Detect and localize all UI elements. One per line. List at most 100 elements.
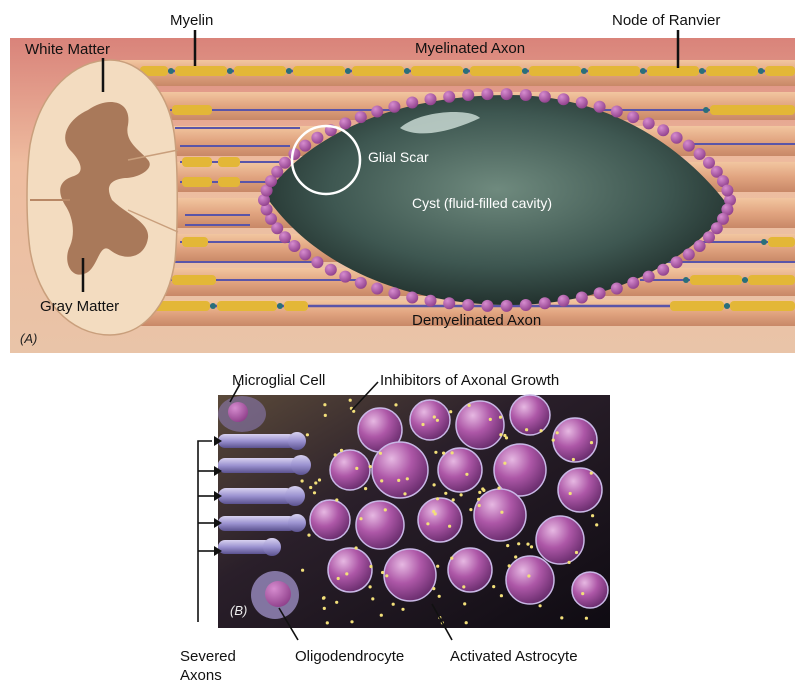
astrocyte-cell xyxy=(456,401,504,449)
glial-cell xyxy=(299,140,311,152)
inhibitor-particle xyxy=(585,617,588,620)
astrocyte-cell xyxy=(558,468,602,512)
inhibitor-particle xyxy=(355,467,358,470)
inhibitor-particle xyxy=(436,565,439,568)
glial-cell xyxy=(683,248,695,260)
glial-cell xyxy=(371,283,383,295)
label-oligodendrocyte: Oligodendrocyte xyxy=(295,648,404,665)
inhibitor-particle xyxy=(384,508,387,511)
glial-cell xyxy=(627,111,639,123)
glial-cell xyxy=(643,117,655,129)
astrocyte-cell xyxy=(448,548,492,592)
inhibitor-particle xyxy=(379,452,382,455)
inhibitor-particle xyxy=(301,479,304,482)
glial-cell xyxy=(443,297,455,309)
glial-cell xyxy=(520,89,532,101)
inhibitor-particle xyxy=(355,546,358,549)
inhibitor-particle xyxy=(481,487,484,490)
astrocyte-cell xyxy=(536,516,584,564)
inhibitor-particle xyxy=(364,487,367,490)
inhibitor-particle xyxy=(463,602,466,605)
inhibitor-particle xyxy=(506,544,509,547)
inhibitor-particle xyxy=(394,403,397,406)
inhibitor-particle xyxy=(590,441,593,444)
inhibitor-particle xyxy=(505,436,508,439)
inhibitor-particle xyxy=(442,452,445,455)
inhibitor-particle xyxy=(449,410,452,413)
inhibitor-particle xyxy=(477,498,480,501)
inhibitor-particle xyxy=(381,571,384,574)
glial-cell xyxy=(311,256,323,268)
astrocyte-cell xyxy=(328,548,372,592)
inhibitor-particle xyxy=(350,620,353,623)
inhibitor-particle xyxy=(525,428,528,431)
inhibitor-particle xyxy=(572,458,575,461)
inhibitor-particle xyxy=(369,565,372,568)
inhibitor-particle xyxy=(530,545,533,548)
label-myelinated-axon: Myelinated Axon xyxy=(415,40,525,57)
astrocyte-cell xyxy=(553,418,597,462)
inhibitor-particle xyxy=(326,621,329,624)
inhibitor-particle xyxy=(403,492,406,495)
inhibitor-particle xyxy=(569,492,572,495)
inhibitor-particle xyxy=(433,483,436,486)
glial-cell xyxy=(462,299,474,311)
glial-cell xyxy=(683,140,695,152)
astrocyte-cell xyxy=(474,489,526,541)
glial-cell xyxy=(611,283,623,295)
inhibitor-particle xyxy=(575,551,578,554)
inhibitor-particle xyxy=(318,478,321,481)
glial-cell xyxy=(288,240,300,252)
glial-cell xyxy=(462,89,474,101)
glial-cell xyxy=(558,93,570,105)
astrocyte-cell xyxy=(494,444,546,496)
inhibitor-particle xyxy=(448,525,451,528)
inhibitor-particle xyxy=(334,453,337,456)
label-myelin: Myelin xyxy=(170,12,213,29)
glial-cell xyxy=(703,231,715,243)
oligodendrocyte-cell xyxy=(251,571,299,619)
inhibitor-particle xyxy=(401,608,404,611)
inhibitor-particle xyxy=(465,473,468,476)
glial-cell xyxy=(279,157,291,169)
inhibitor-particle xyxy=(527,574,530,577)
inhibitor-particle xyxy=(392,603,395,606)
astrocyte-cell xyxy=(506,556,554,604)
inhibitor-particle xyxy=(497,487,500,490)
glial-cell xyxy=(339,271,351,283)
glial-cell xyxy=(694,148,706,160)
label-activated-astrocyte: Activated Astrocyte xyxy=(450,648,578,665)
panel-a-tag: (A) xyxy=(20,331,37,346)
inhibitor-particle xyxy=(489,418,492,421)
inhibitor-particle xyxy=(438,595,441,598)
inhibitor-particle xyxy=(552,439,555,442)
glial-cell xyxy=(406,292,418,304)
inhibitor-particle xyxy=(560,616,563,619)
glial-cell xyxy=(371,106,383,118)
inhibitor-particle xyxy=(301,569,304,572)
inhibitor-particle xyxy=(503,462,506,465)
glial-cell xyxy=(657,124,669,136)
glial-cell xyxy=(311,132,323,144)
inhibitor-particle xyxy=(469,508,472,511)
astrocyte-cell xyxy=(510,395,550,435)
glial-cell xyxy=(425,93,437,105)
inhibitor-particle xyxy=(345,572,348,575)
glial-cell xyxy=(627,277,639,289)
inhibitor-particle xyxy=(426,522,429,525)
glial-cell xyxy=(406,97,418,109)
label-glial-scar: Glial Scar xyxy=(368,149,429,165)
inhibitor-particle xyxy=(517,542,520,545)
inhibitor-particle xyxy=(385,574,388,577)
glial-cell xyxy=(671,256,683,268)
inhibitor-particle xyxy=(444,492,447,495)
inhibitor-particle xyxy=(380,614,383,617)
glial-cell xyxy=(657,264,669,276)
astrocyte-cell xyxy=(410,400,450,440)
inhibitor-particle xyxy=(324,414,327,417)
inhibitor-particle xyxy=(309,486,312,489)
inhibitor-particle xyxy=(436,419,439,422)
inhibitor-particle xyxy=(337,577,340,580)
glial-cell xyxy=(355,277,367,289)
inhibitor-particle xyxy=(451,451,454,454)
